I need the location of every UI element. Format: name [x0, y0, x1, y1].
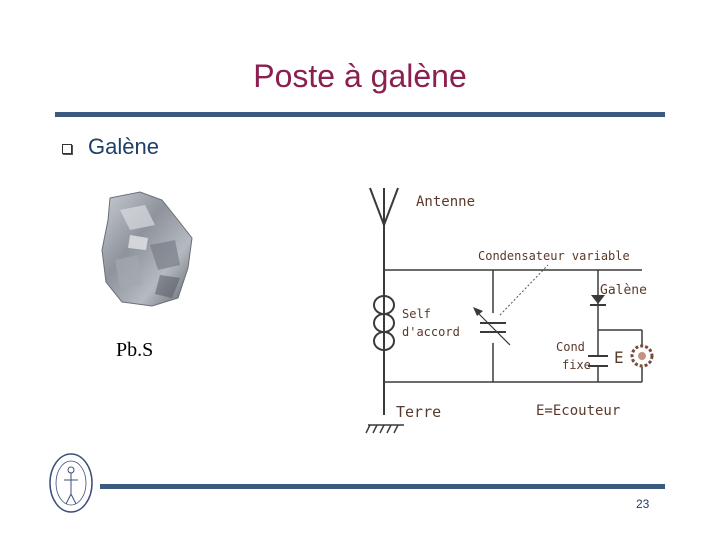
- tuning-coil-symbol: [373, 295, 395, 351]
- crystal-radio-circuit-diagram: Antenne Condensateur variable Galène Sel…: [365, 187, 654, 434]
- label-ground: Terre: [396, 403, 441, 421]
- label-fixed-cap-line2: fixe: [562, 358, 591, 372]
- chemical-formula: Pb.S: [116, 339, 154, 361]
- checkbox-bullet-icon: [62, 144, 72, 154]
- bullet-text: Galène: [88, 134, 159, 159]
- label-galena: Galène: [600, 283, 647, 298]
- label-antenna: Antenne: [416, 194, 475, 210]
- galena-mineral-image: [101, 191, 193, 307]
- label-variable-capacitor: Condensateur variable: [478, 249, 630, 263]
- earphone-icon: [630, 344, 654, 368]
- slide-title: Poste à galène: [253, 58, 467, 94]
- label-coil-line1: Self: [402, 307, 431, 321]
- page-number: 23: [636, 497, 650, 511]
- fixed-capacitor-symbol: [588, 355, 608, 367]
- label-earphone-symbol: E: [614, 348, 624, 367]
- ground-symbol: [365, 424, 404, 434]
- bottom-divider: [100, 484, 665, 489]
- variable-capacitor-symbol: [473, 307, 511, 346]
- label-coil-line2: d'accord: [402, 325, 460, 339]
- antenna-symbol: [369, 187, 399, 415]
- top-divider: [55, 112, 665, 117]
- galena-detector-symbol: [590, 295, 606, 306]
- label-fixed-cap-line1: Cond: [556, 340, 585, 354]
- label-earphone-legend: E=Ecouteur: [536, 403, 620, 419]
- institution-seal-logo: [49, 453, 93, 513]
